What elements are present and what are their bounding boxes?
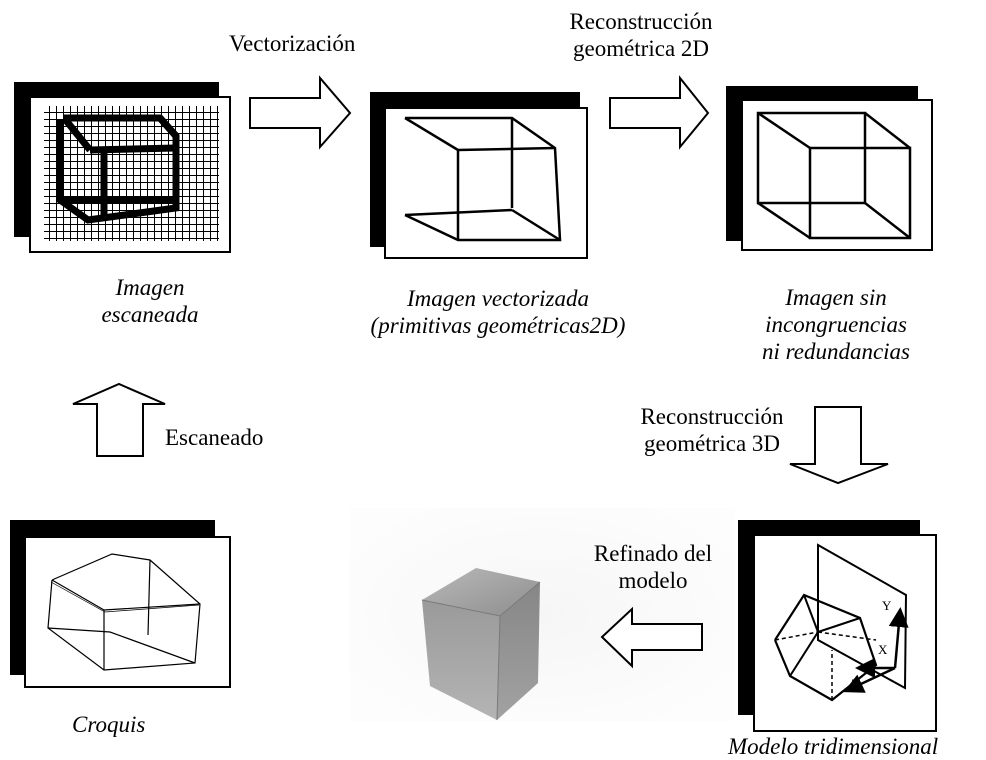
arrow-reconstruccion-2d <box>609 75 710 150</box>
panel-scanned-image <box>14 82 231 253</box>
rendered-cube <box>350 508 735 721</box>
caption-imagen-escaneada: Imagen escaneada <box>50 274 250 328</box>
vectorized-cube <box>404 116 562 242</box>
axis-label-y: Y <box>882 598 892 613</box>
caption-line: incongruencias <box>765 312 907 337</box>
panel-sketch <box>10 520 231 688</box>
caption-line: ni redundancias <box>762 339 910 364</box>
panel-vectorized-image <box>370 92 588 259</box>
panel-clean-image <box>726 86 933 251</box>
arrow-reconstruccion-3d <box>789 406 889 485</box>
process-label-line: Reconstrucción <box>569 9 713 34</box>
panel-3d-model: Y X Z <box>738 520 937 732</box>
clean-cube <box>756 111 912 240</box>
arrow-refinado <box>600 606 703 669</box>
axes-indicator <box>843 607 909 693</box>
process-label-line: Reconstrucción <box>640 404 784 429</box>
process-label-line: Refinado del <box>593 541 713 566</box>
3d-model-wireframe <box>773 543 908 702</box>
sketch-cube <box>47 553 201 671</box>
caption-line: escaneada <box>101 302 199 327</box>
axis-label-x: X <box>878 642 888 657</box>
axis-label-z: Z <box>851 676 859 691</box>
y-axis <box>888 607 909 669</box>
process-label-refinado: Refinado del modelo <box>578 540 728 594</box>
arrow-vectorizacion <box>249 75 352 150</box>
caption-line: Imagen <box>115 275 185 300</box>
arrow-escaneado <box>72 382 166 457</box>
process-label-reconstruccion-3d: Reconstrucción geométrica 3D <box>622 403 802 457</box>
process-label-line: modelo <box>618 568 688 593</box>
process-label-vectorizacion: Vectorización <box>229 31 356 56</box>
process-label-escaneado: Escaneado <box>165 425 264 450</box>
caption-line: Imagen sin <box>785 285 887 310</box>
caption-line: Imagen vectorizada <box>406 286 590 311</box>
process-label-line: geométrica 3D <box>643 431 781 456</box>
caption-line: (primitivas geométricas2D) <box>370 313 626 338</box>
process-label-line: geométrica 2D <box>572 36 710 61</box>
caption-imagen-vectorizada: Imagen vectorizada (primitivas geométric… <box>338 285 658 339</box>
caption-modelo-tridimensional: Modelo tridimensional <box>728 734 939 759</box>
scanned-grid-image <box>44 106 219 241</box>
z-axis <box>843 666 896 693</box>
caption-croquis: Croquis <box>72 712 146 737</box>
process-label-reconstruccion-2d: Reconstrucción geométrica 2D <box>560 8 722 62</box>
caption-imagen-sin-incongruencias: Imagen sin incongruencias ni redundancia… <box>736 284 936 365</box>
